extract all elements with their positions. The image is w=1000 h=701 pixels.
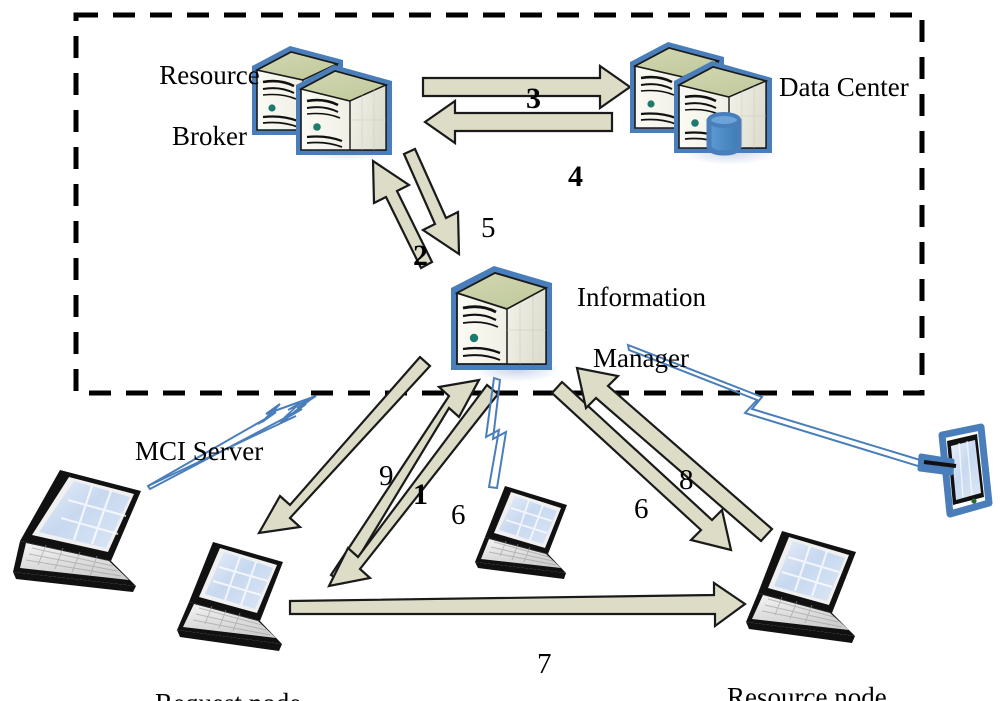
step-number-6-left: 6 [422,467,466,564]
wireless-link-middle-laptop [484,376,508,490]
step-number-5: 5 [452,180,496,277]
server-stack-database-icon-data-center [630,42,778,165]
label-mci-server: MCI Server [108,406,308,497]
arrow-step-6-left [327,383,500,588]
label-information-manager: Information Manager [550,252,730,403]
arrow-step-4 [423,98,614,146]
label-information-manager-line1: Information [577,282,706,313]
laptop-icon-resource-node [746,531,856,643]
arrow-step-2 [371,158,434,270]
step-number-1-text: 1 [413,477,428,511]
step-number-8-text: 8 [679,464,694,497]
step-number-4-text: 4 [568,159,583,193]
step-number-9-text: 9 [379,460,394,493]
label-resource-node-text: Resource node [727,682,887,701]
arrow-step-9 [256,355,432,535]
label-resource-broker-line1: Resource [159,60,260,91]
label-resource-broker-line2: Broker [172,120,247,151]
label-resource-node: Resource node [700,652,920,701]
database-cylinder-icon [706,112,742,156]
server-stack-icon-resource-broker [252,46,392,161]
label-request-node: Request node [128,658,328,701]
laptop-icon-request-node [177,542,283,651]
label-data-center: Data Center [752,42,932,133]
arrow-step-7 [288,580,747,629]
step-number-3: 3 [496,48,541,149]
step-number-9: 9 [350,428,394,525]
step-number-8: 8 [650,432,694,529]
laptop-icon-external-laptop [13,470,141,592]
step-number-6-right: 6 [605,461,649,558]
step-number-7: 7 [508,616,552,701]
label-request-node-text: Request node [155,688,301,701]
label-information-manager-line2: Manager [593,342,689,373]
arrow-step-6-right [550,380,733,552]
server-icon-information-manager [451,266,560,382]
step-number-7-text: 7 [537,648,552,681]
step-number-6-right-text: 6 [634,493,649,526]
tablet-icon-mobile-device [917,423,993,518]
label-resource-broker: Resource Broker [128,30,264,181]
step-number-1: 1 [383,444,428,545]
label-mci-server-text: MCI Server [135,436,264,467]
wireless-link-external-laptop [146,395,317,491]
arrow-step-8 [575,366,774,543]
step-number-5-text: 5 [481,212,496,245]
step-number-4: 4 [538,126,583,227]
step-number-2-text: 2 [413,238,428,272]
arrow-step-5 [402,147,461,257]
step-number-6-left-text: 6 [451,499,466,532]
step-number-2: 2 [383,205,428,306]
laptop-icon-middle-laptop [475,486,567,579]
step-number-3-text: 3 [526,81,541,115]
label-data-center-text: Data Center [779,72,909,103]
arrow-step-3 [421,63,632,111]
